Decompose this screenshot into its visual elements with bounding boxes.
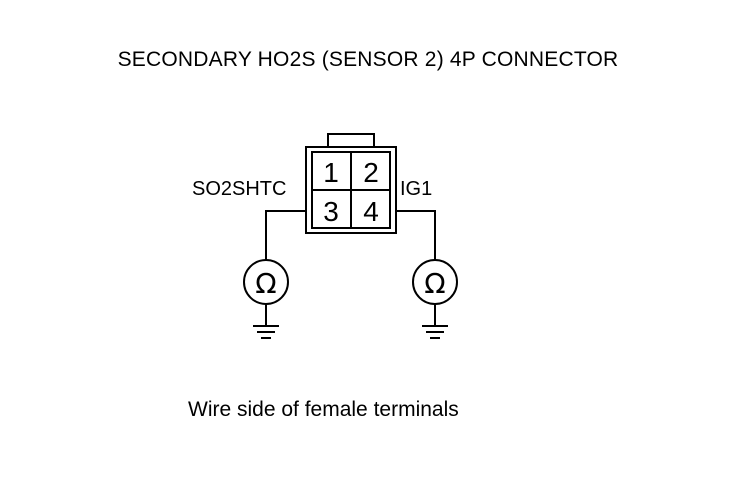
diagram-title: SECONDARY HO2S (SENSOR 2) 4P CONNECTOR: [117, 48, 619, 71]
pin-2: 2: [363, 157, 379, 188]
connector-latch: [327, 133, 375, 149]
ground-icon: [422, 304, 448, 339]
pin-label-ig1: IG1: [400, 178, 433, 200]
pin-label-so2shtc: SO2SHTC: [192, 178, 287, 200]
lead-wire-left: [265, 210, 306, 260]
pin-1: 1: [323, 157, 339, 188]
ohm-symbol-right: Ω: [424, 267, 445, 300]
ground-icon: [253, 304, 279, 339]
pin-4: 4: [363, 196, 379, 227]
diagram-caption: Wire side of female terminals: [188, 398, 459, 421]
ohmmeter-icon: Ω: [412, 259, 458, 305]
pin-3: 3: [323, 196, 339, 227]
ohmmeter-icon: Ω: [243, 259, 289, 305]
ohm-symbol-left: Ω: [255, 267, 276, 300]
lead-wire-right: [396, 210, 436, 260]
